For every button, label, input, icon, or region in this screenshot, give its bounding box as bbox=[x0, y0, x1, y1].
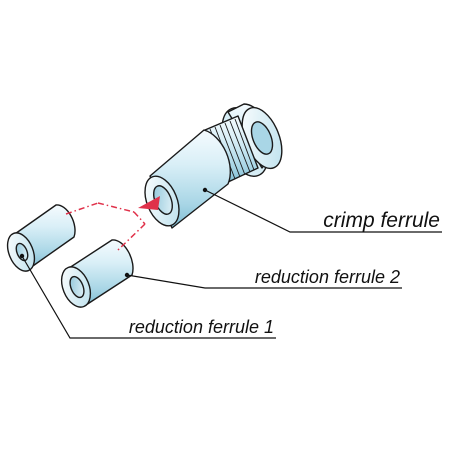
leader-dot-reduction-2 bbox=[124, 272, 130, 278]
insertion-arrow bbox=[138, 196, 160, 210]
leader-dot-reduction-1 bbox=[19, 253, 25, 259]
label-reduction-ferrule-2: reduction ferrule 2 bbox=[255, 267, 400, 287]
reduction-ferrule-2 bbox=[60, 239, 134, 308]
leader-dot-crimp bbox=[202, 187, 208, 193]
leader-reduction-ferrule-1 bbox=[21, 255, 276, 339]
assembly-path bbox=[65, 202, 146, 251]
leader-reduction-ferrule-2 bbox=[126, 274, 402, 289]
label-crimp-ferrule: crimp ferrule bbox=[323, 209, 440, 232]
reduction-ferrule-1 bbox=[6, 204, 76, 272]
leader-crimp-ferrule bbox=[204, 189, 442, 233]
crimp-ferrule bbox=[144, 103, 283, 229]
label-reduction-ferrule-1: reduction ferrule 1 bbox=[129, 317, 274, 337]
leader-lines bbox=[21, 189, 442, 339]
